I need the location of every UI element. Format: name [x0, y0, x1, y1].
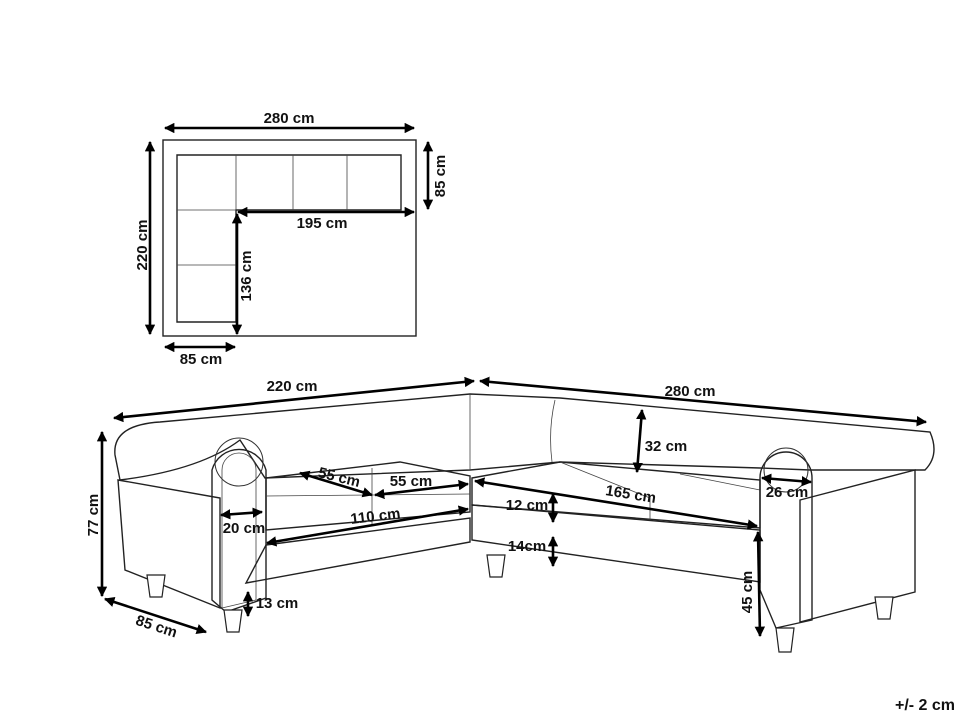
label-55b: 55 cm	[390, 473, 433, 490]
label-13: 13 cm	[256, 595, 299, 612]
label-55a: 55 cm	[316, 464, 361, 491]
dim-arrow-32	[632, 408, 647, 474]
label-32: 32 cm	[645, 438, 688, 455]
top-view: 280 cm 85 cm 195 cm 220 cm 136 cm 85 cm	[134, 110, 449, 368]
label-45: 45 cm	[739, 571, 756, 614]
leg	[223, 609, 243, 633]
perspective-view: 220 cm 280 cm 32 cm 55 cm 55 cm 12 cm 16…	[85, 376, 935, 653]
dim-arrow-280	[478, 376, 928, 427]
label-14: 14cm	[508, 538, 546, 555]
label-85-left: 85 cm	[180, 351, 223, 368]
tufted-back	[114, 393, 935, 481]
seat-divisions	[177, 155, 348, 266]
dim-arrow-110	[265, 505, 470, 547]
leg	[486, 554, 506, 578]
label-280: 280 cm	[264, 110, 315, 127]
label-110: 110 cm	[350, 505, 402, 528]
label-20: 20 cm	[223, 520, 266, 537]
leg	[874, 596, 894, 620]
label-220: 220 cm	[267, 378, 318, 395]
outer-outline	[162, 139, 417, 337]
label-280: 280 cm	[665, 383, 716, 400]
left-side-panel	[117, 479, 221, 610]
dim-arrow-165	[473, 477, 759, 530]
label-12: 12 cm	[506, 497, 549, 514]
label-26: 26 cm	[766, 484, 809, 501]
dim-arrow-45	[752, 530, 766, 638]
label-136: 136 cm	[238, 251, 255, 302]
dim-arrow-26	[760, 473, 813, 487]
leg	[146, 574, 166, 598]
tolerance-note: +/- 2 cm	[895, 697, 955, 714]
left-arm-rosette	[214, 437, 264, 487]
label-195: 195 cm	[297, 215, 348, 232]
back-corner-seams	[469, 394, 556, 470]
inner-outline	[176, 154, 402, 323]
label-85-right: 85 cm	[432, 155, 449, 198]
dim-arrow-20	[219, 507, 264, 520]
dim-arrow-55a	[299, 470, 373, 498]
dim-arrow-55b	[373, 479, 470, 500]
label-220: 220 cm	[134, 220, 151, 271]
right-side-panel	[799, 469, 916, 623]
left-arm-roll	[221, 452, 257, 609]
dim-arrow-85	[104, 596, 207, 635]
dim-arrow-220	[112, 376, 476, 423]
label-77: 77 cm	[85, 494, 102, 537]
leg	[775, 627, 795, 653]
right-arm-rosette	[763, 447, 809, 493]
